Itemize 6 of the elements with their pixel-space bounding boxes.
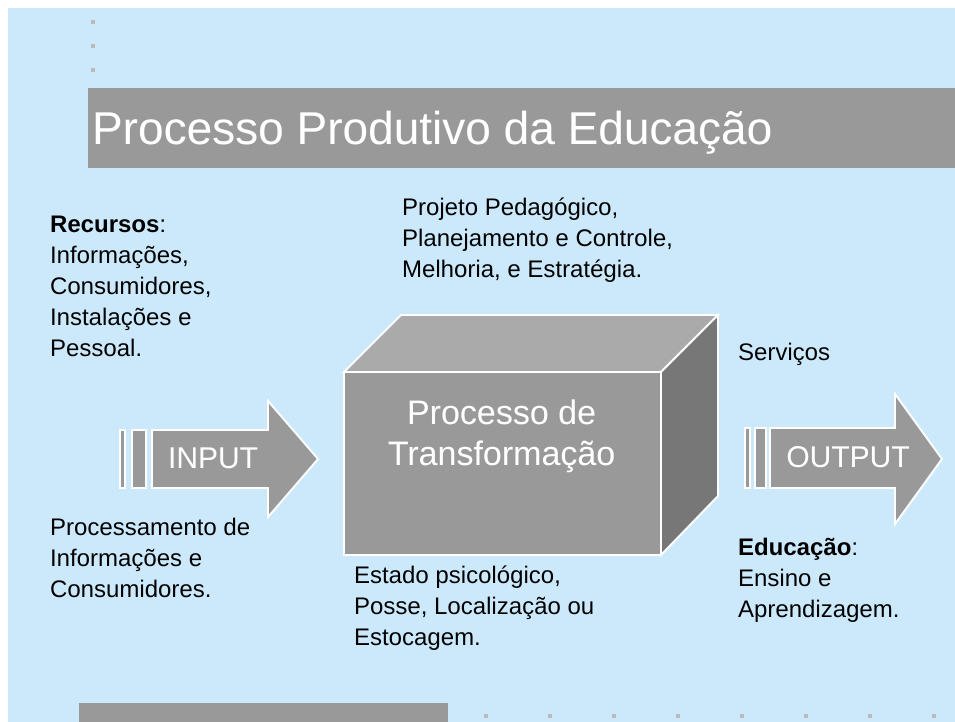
annotation-text: Estado psicológico, Posse, Localização ou Estocagem. <box>354 561 596 653</box>
annotation-text: Recursos: Informações, Consumidores, Instalações e Pessoal. <box>50 210 212 364</box>
title-band: Processo Produtivo da Educação <box>88 88 955 168</box>
annotation-text: Educação: Ensino e Aprendizagem. <box>738 533 900 625</box>
annotation-text: Projeto Pedagógico, Planejamento e Controle, Melhoria, e Estratégia. <box>402 193 674 285</box>
annotation-text: Serviços <box>738 338 832 368</box>
